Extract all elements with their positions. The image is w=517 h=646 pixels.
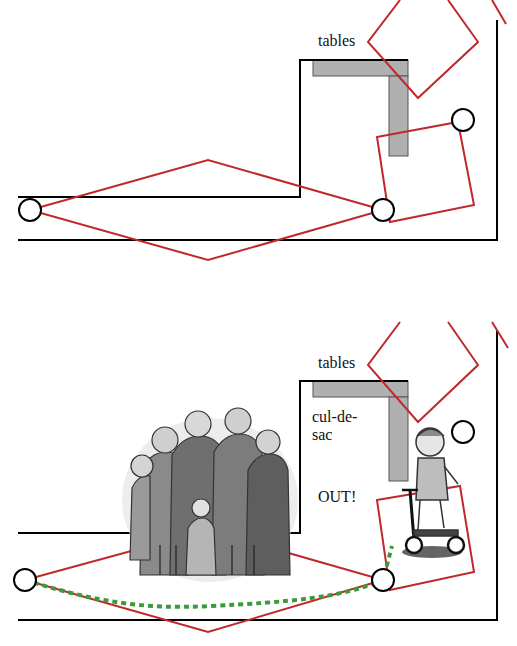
- corridor-walls: [18, 330, 497, 620]
- child-on-scooter: [402, 428, 464, 558]
- red-outline: [30, 0, 506, 260]
- table-shape: [313, 60, 408, 156]
- warning-label: OUT!: [318, 488, 356, 506]
- bottom-panel: [14, 322, 508, 632]
- waypoint-circle: [19, 109, 474, 221]
- corridor-walls: [18, 20, 497, 240]
- table-shape: [313, 381, 408, 481]
- area-label: tables: [318, 354, 355, 372]
- area-label: tables: [318, 32, 355, 50]
- area-label: cul-de-sac: [312, 408, 362, 445]
- top-panel: [18, 0, 506, 260]
- waypoint-circle: [14, 421, 474, 591]
- red-outline: [25, 322, 508, 632]
- crowd-illustration: [122, 408, 298, 582]
